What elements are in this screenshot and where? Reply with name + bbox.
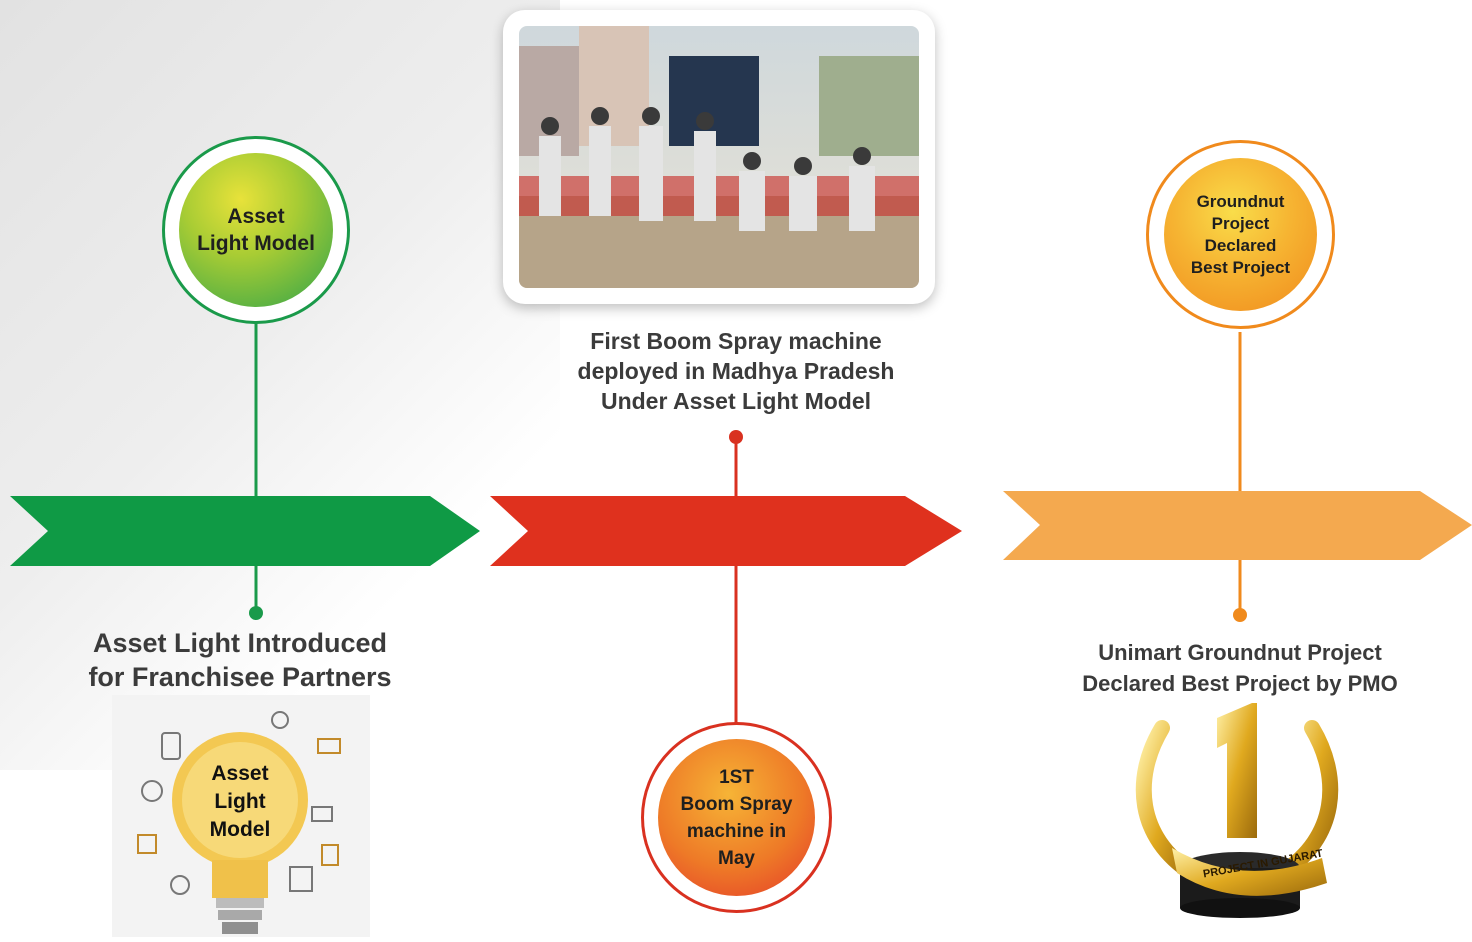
timeline-arrow-red bbox=[490, 496, 962, 566]
milestone-caption-boom-spray: First Boom Spray machine deployed in Mad… bbox=[577, 328, 895, 414]
bulb-illustration bbox=[112, 695, 370, 937]
milestone-circle-asset-light: Asset Light Model bbox=[162, 136, 350, 324]
milestone-circle-inner: 1ST Boom Spray machine in May bbox=[658, 739, 815, 896]
milestone-circle-text: Asset Light Model bbox=[197, 205, 315, 255]
milestone-circle-inner: Groundnut Project Declared Best Project bbox=[1164, 158, 1317, 311]
milestone-caption-asset-light: Asset Light Introduced for Franchisee Pa… bbox=[88, 628, 392, 692]
lightbulb-icon bbox=[137, 711, 341, 934]
milestone-circle-text: 1ST Boom Spray machine in May bbox=[680, 766, 793, 869]
boom-spray-deployment-photo bbox=[519, 26, 919, 288]
timeline-arrow-orange bbox=[1003, 491, 1472, 560]
milestone-caption-groundnut: Unimart Groundnut Project Declared Best … bbox=[1082, 640, 1398, 696]
connector-dot bbox=[1233, 608, 1247, 622]
timeline-arrow-green bbox=[10, 496, 480, 566]
milestone-circle-text: Groundnut Project Declared Best Project bbox=[1190, 191, 1291, 277]
trophy-icon: PROJECT IN GUJARAT bbox=[1122, 698, 1352, 918]
background-shade bbox=[0, 0, 560, 770]
milestone-circle-inner: Asset Light Model bbox=[179, 153, 333, 307]
milestone-circle-groundnut: Groundnut Project Declared Best Project bbox=[1146, 140, 1335, 329]
trophy-graphic bbox=[1135, 703, 1339, 918]
milestone-circle-boom-spray: 1ST Boom Spray machine in May bbox=[641, 722, 832, 913]
bulb-label: Asset Light Model bbox=[209, 762, 271, 841]
photo-frame bbox=[503, 10, 935, 304]
photo-illustration bbox=[519, 26, 919, 288]
connector-dot bbox=[249, 606, 263, 620]
